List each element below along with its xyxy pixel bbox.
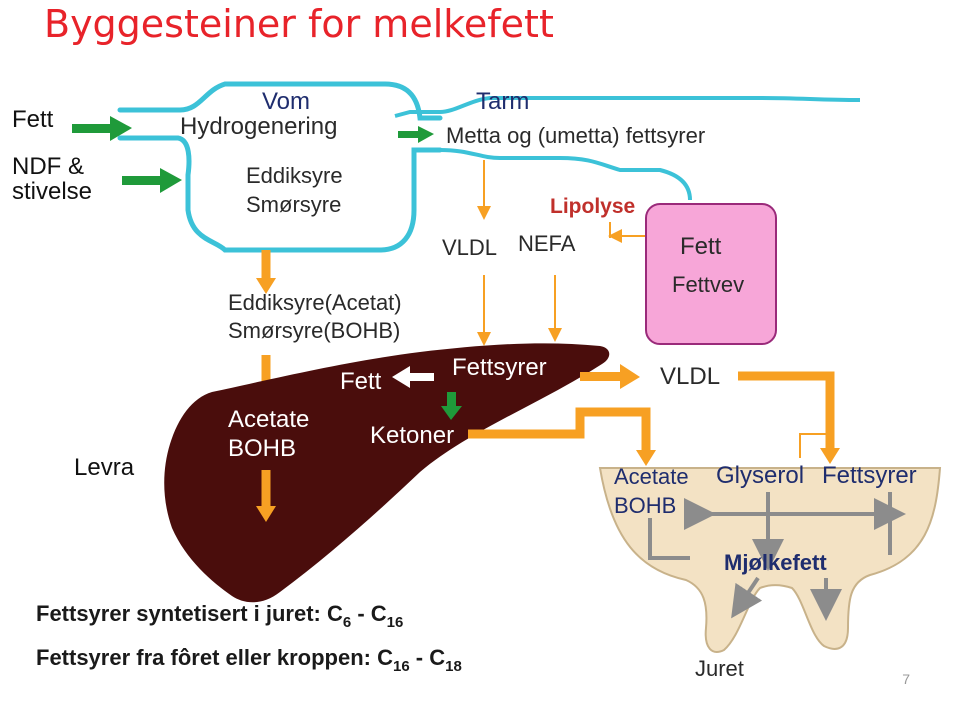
fat-tissue-box — [645, 203, 777, 345]
arrow-vldl-to-glyserol — [799, 433, 826, 458]
arrow-fettsyrer-to-fett — [392, 366, 434, 388]
footnote-1-text: Fettsyrer syntetisert i juret: C — [36, 601, 343, 626]
gray-flow-bohb — [648, 518, 690, 560]
label-liver-acetate: Acetate — [228, 406, 310, 433]
tarm-outline — [394, 96, 861, 118]
label-liver-fett: Fett — [340, 368, 382, 395]
label-hydrogenering: Hydrogenering — [180, 113, 338, 140]
label-ketoner: Ketoner — [370, 422, 455, 449]
footnote-1-dash: - C — [351, 601, 387, 626]
label-fett-input: Fett — [12, 106, 54, 133]
label-udder-bohb: BOHB — [614, 493, 677, 518]
arrow-liver-to-vldl — [580, 364, 640, 389]
label-mjolkefett: Mjølkefett — [724, 550, 827, 575]
footnote-1-sub1: 6 — [342, 614, 352, 631]
footnote-from-feed: Fettsyrer fra fôret eller kroppen: C16 -… — [36, 645, 462, 675]
label-tarm: Tarm — [476, 88, 530, 115]
green-arrow-ndf — [122, 168, 182, 193]
label-udder-fettsyrer: Fettsyrer — [822, 462, 917, 489]
label-vldl-blood: VLDL — [442, 235, 498, 260]
green-arrow-fett — [72, 116, 132, 141]
label-udder-vldl: VLDL — [660, 363, 721, 390]
footnote-2-sub2: 18 — [445, 658, 462, 675]
label-liver-fettsyrer: Fettsyrer — [452, 354, 547, 381]
label-fettvev: Fettvev — [672, 272, 745, 297]
label-lipolyse: Lipolyse — [550, 195, 636, 218]
arrow-fettsyrer-to-ketoner — [441, 392, 462, 420]
tarm-outline-lower — [415, 148, 692, 201]
label-smorsyre: Smørsyre — [246, 192, 342, 217]
footnote-1-sub2: 16 — [386, 614, 404, 631]
label-udder-acetate: Acetate — [614, 464, 689, 489]
arrow-ketoner-to-udder — [468, 407, 651, 452]
label-tarm-desc: Metta og (umetta) fettsyrer — [446, 123, 706, 148]
arrow-vldl-to-udder — [738, 371, 835, 450]
footnote-2-dash: - C — [409, 645, 446, 670]
label-stivelse: stivelse — [12, 178, 93, 205]
liver-shape — [164, 343, 610, 603]
label-eddiksyre-acetat: Eddiksyre(Acetat) — [228, 290, 402, 315]
gray-flow-to-teat-left — [731, 576, 763, 619]
label-nefa: NEFA — [518, 231, 576, 256]
footnote-2-sub1: 16 — [392, 658, 410, 675]
label-eddiksyre: Eddiksyre — [246, 163, 343, 188]
slide-title: Byggesteiner for melkefett — [44, 2, 554, 46]
rumen-outline — [117, 81, 443, 253]
page-number: 7 — [902, 671, 910, 687]
label-levra: Levra — [74, 454, 135, 481]
label-ndf: NDF & — [12, 153, 84, 180]
footnote-synthesized: Fettsyrer syntetisert i juret: C6 - C16 — [36, 601, 403, 631]
label-glyserol: Glyserol — [716, 462, 805, 489]
green-arrow-tarm — [398, 126, 434, 143]
label-fett-tissue: Fett — [680, 233, 722, 260]
label-vom: Vom — [262, 88, 311, 115]
label-liver-bohb: BOHB — [228, 435, 297, 462]
label-smorsyre-bohb: Smørsyre(BOHB) — [228, 318, 401, 343]
label-juret: Juret — [695, 656, 744, 681]
footnote-2-text: Fettsyrer fra fôret eller kroppen: C — [36, 645, 393, 670]
